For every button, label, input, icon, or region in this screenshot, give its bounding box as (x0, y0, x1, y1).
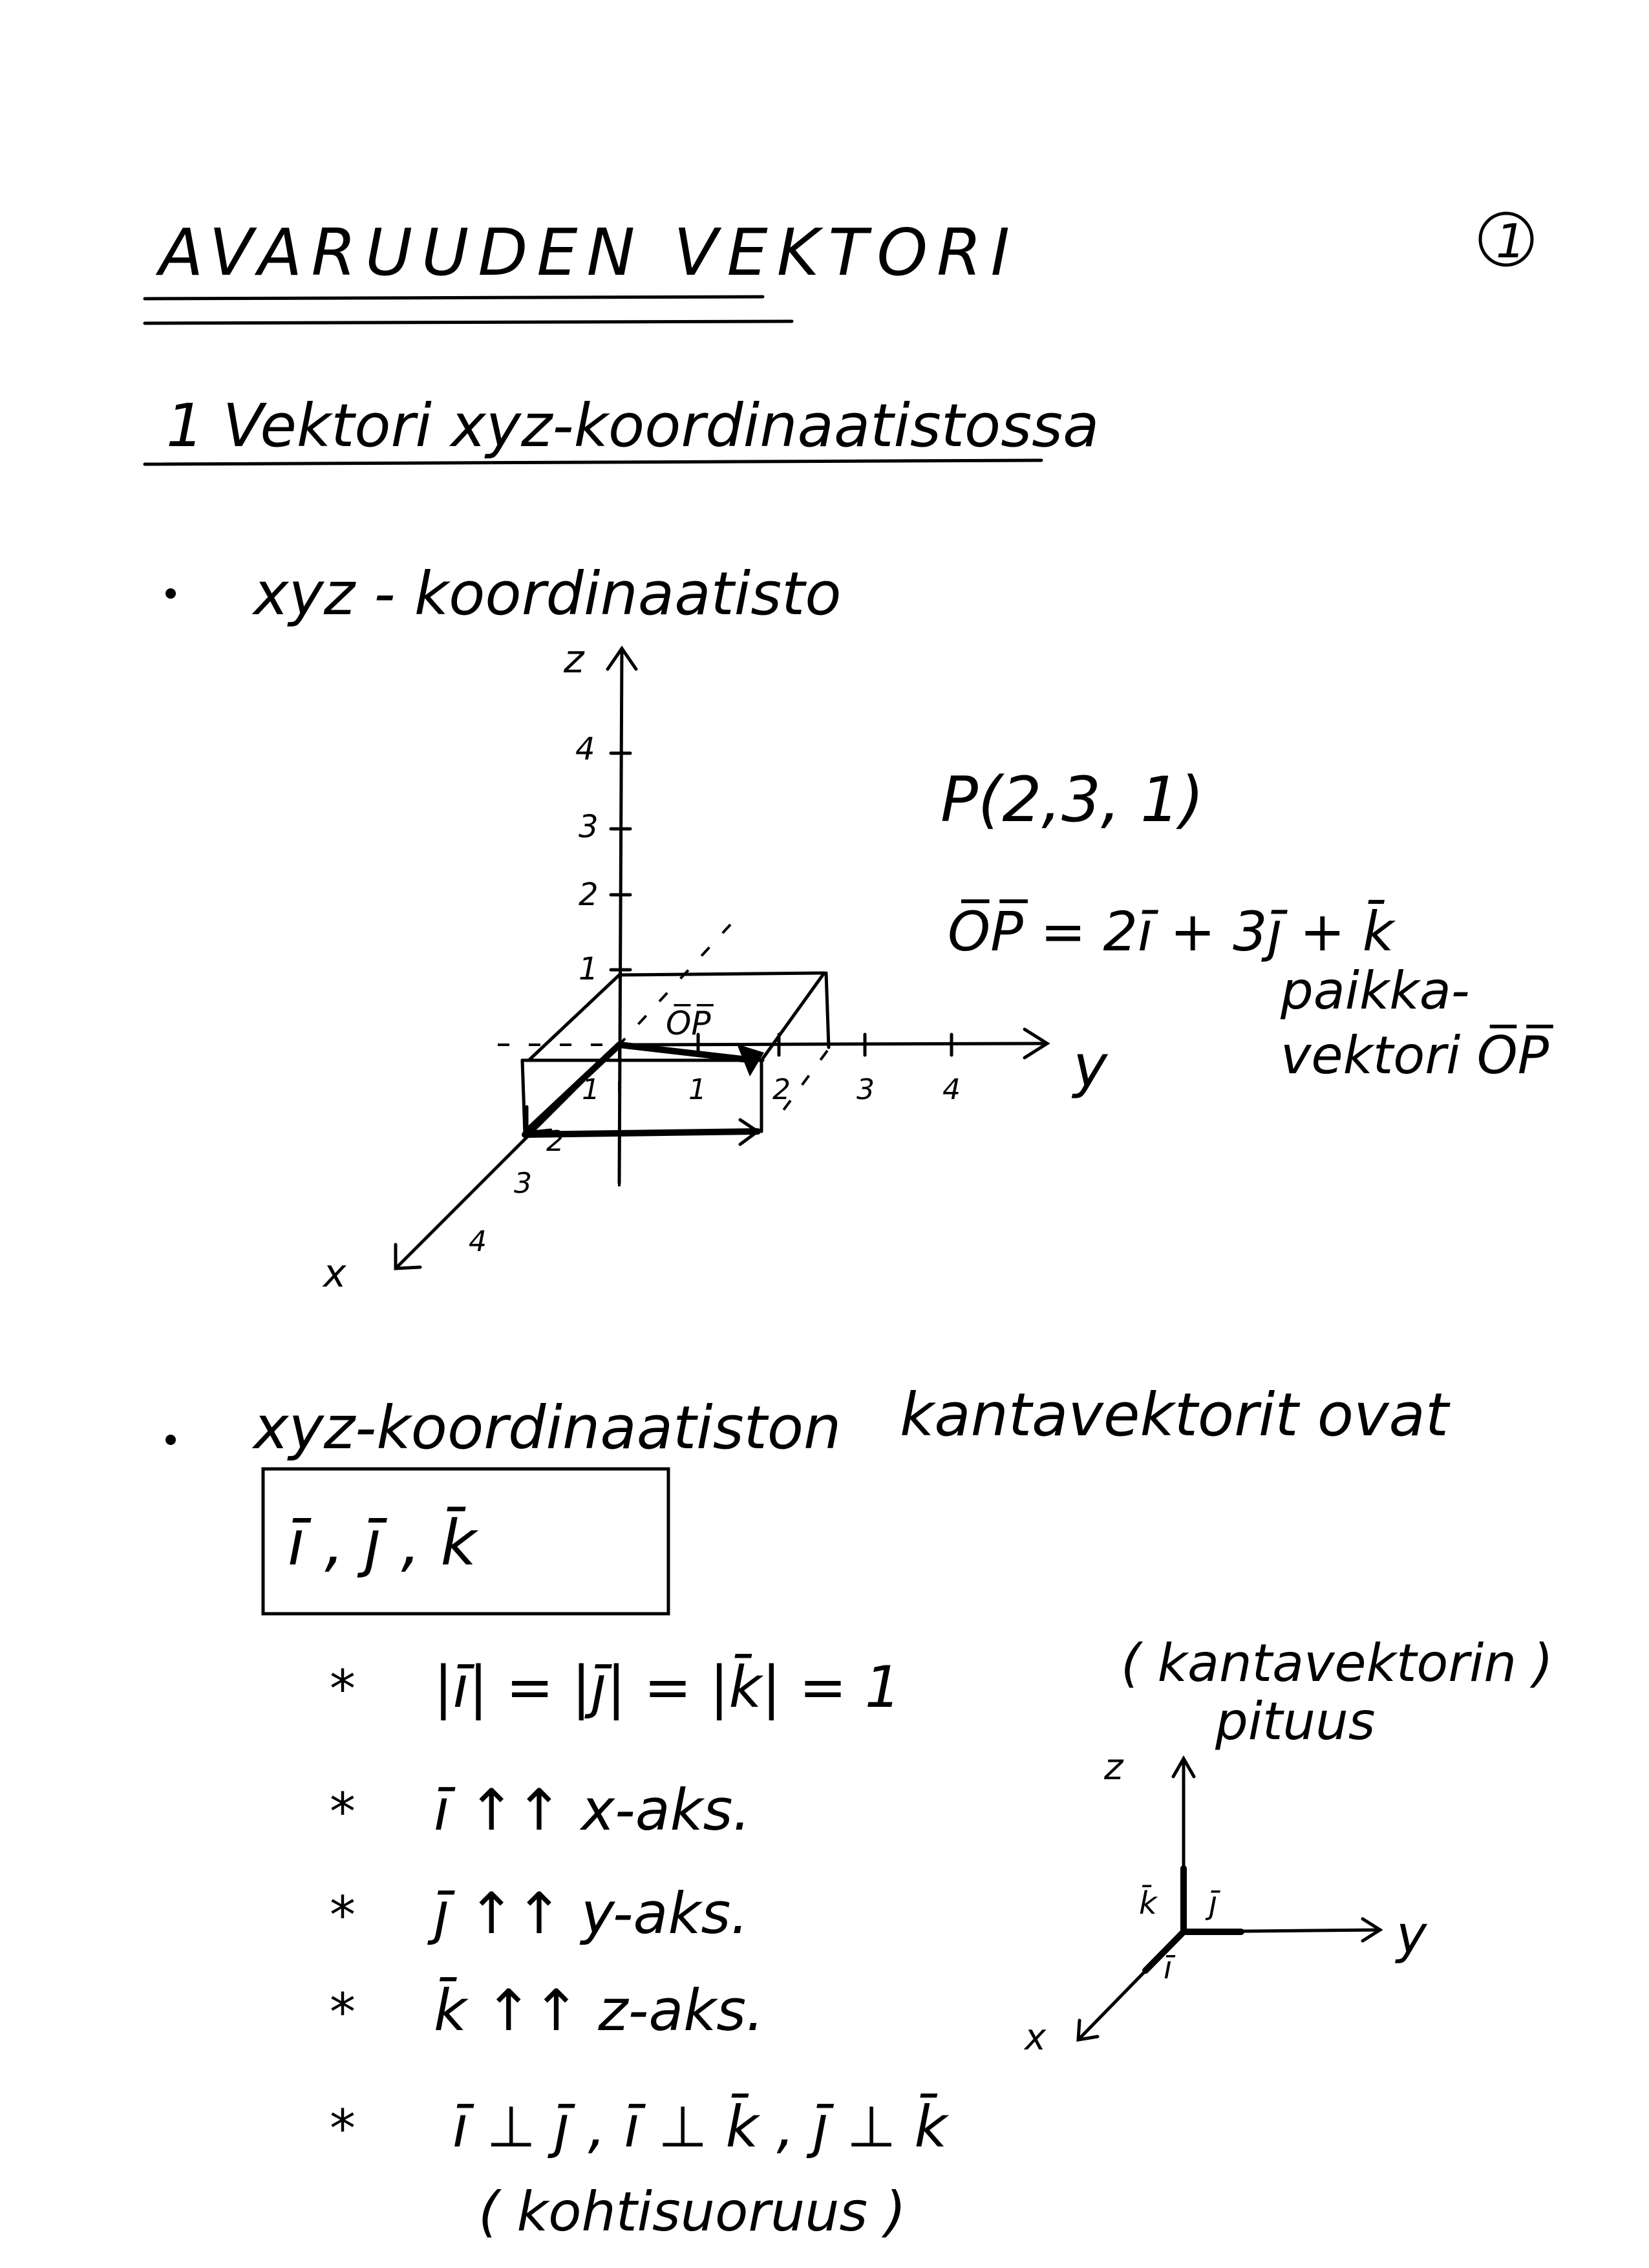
position-vector-note: vektori O̅P̅ (1281, 1024, 1553, 1086)
z-arrowhead-icon (606, 645, 638, 671)
z-ticks: 4 3 2 1 (575, 731, 632, 987)
y-tick-label: 3 (856, 1073, 875, 1106)
property-item: ī ↑↑ x-aks. (434, 1777, 750, 1843)
x-axis-label: x (1023, 2017, 1047, 2059)
y-arrowhead-icon (1361, 1917, 1383, 1943)
y-axis (617, 1042, 1049, 1047)
basis-length-note: ( kantavektorin ) (1121, 1633, 1553, 1693)
i-label: ī (1164, 1950, 1176, 1986)
y-tick-label: 2 (772, 1073, 791, 1106)
i-vector (1142, 1929, 1187, 1974)
property-list: * |ī| = |j̄| = |k̄| = 1 * ī ↑↑ x-aks. * … (330, 1654, 949, 2243)
y-tick-label: 1 (688, 1073, 707, 1106)
x-ticks: 1 2 3 4 (469, 1073, 600, 1258)
basis-vectors-box (261, 1467, 670, 1616)
title-underline-1 (143, 295, 765, 301)
property-item: j̄ ↑↑ y-aks. (427, 1880, 749, 1947)
position-vector-note: paikka- (1280, 961, 1470, 1021)
property-item: ī ⊥ j̄ , ī ⊥ k̄ , j̄ ⊥ k̄ (452, 2093, 949, 2160)
op-arrowhead-icon (737, 1044, 764, 1076)
z-tick-label: 4 (575, 731, 595, 767)
xyz-diagram: z y x 4 3 2 1 1 2 3 4 (322, 637, 1109, 1296)
basis-vectors: ī , j̄ , k̄ (288, 1507, 478, 1579)
x-axis-label: x (322, 1251, 346, 1296)
z-tick-label: 2 (579, 877, 599, 913)
bullet-dot (165, 1435, 176, 1445)
y-tick-label: 4 (942, 1073, 961, 1106)
z-axis (617, 647, 624, 1185)
bullet-dot (165, 588, 176, 599)
page-title: AVARUUDEN VEKTORI (155, 215, 1019, 290)
z-arrowhead-icon (1171, 1755, 1196, 1779)
op-vector (616, 1042, 756, 1064)
star-bullet: * (330, 2099, 356, 2159)
point-p: P(2,3, 1) (941, 764, 1204, 836)
y-ticks: 1 2 3 4 (688, 1032, 961, 1106)
star-bullet: * (330, 1885, 356, 1945)
basis-length-note: pituus (1215, 1691, 1375, 1751)
page-number-badge: 1 (1478, 211, 1534, 268)
j-label: j̄ (1205, 1885, 1220, 1921)
x-arrowhead-icon (1076, 2018, 1100, 2042)
y-axis-label: y (1071, 1032, 1109, 1100)
page-number: 1 (1496, 214, 1526, 268)
coordinate-box (498, 923, 831, 1190)
star-bullet: * (330, 1659, 356, 1719)
z-tick-label: 3 (579, 809, 599, 845)
section-underline (143, 458, 1043, 466)
section-heading: 1 Vektori xyz-koordinaatistossa (166, 391, 1099, 460)
bullet2-text: xyz-koordinaatiston (251, 1393, 841, 1462)
z-axis-label: z (563, 637, 585, 682)
property-item: k̄ ↑↑ z-aks. (434, 1977, 764, 2044)
k-label: k̄ (1139, 1885, 1158, 1921)
orthogonality-note: ( kohtisuoruus ) (478, 2180, 906, 2243)
property-item: |ī| = |j̄| = |k̄| = 1 (434, 1654, 901, 1721)
op-vector-label: O̅P̅ (666, 1004, 714, 1042)
bullet1-text: xyz - koordinaatisto (251, 559, 842, 628)
star-bullet: * (330, 1782, 356, 1842)
x-tick-label: 4 (469, 1225, 487, 1258)
y-axis-label: y (1395, 1905, 1428, 1965)
x-tick-label: 3 (514, 1167, 532, 1200)
z-tick-label: 1 (579, 951, 599, 987)
bullet2-text: kantavektorit ovat (900, 1380, 1451, 1450)
star-bullet: * (330, 1982, 356, 2042)
op-equation: O̅P̅ = 2ī + 3j̄ + k̄ (948, 899, 1396, 963)
z-axis-label: z (1103, 1746, 1124, 1788)
title-underline-2 (143, 319, 794, 325)
y-arrowhead-icon (1023, 1027, 1050, 1060)
x-arrowhead-icon (394, 1243, 422, 1270)
basis-vectors-diagram: z y x k̄ j̄ ī (1023, 1746, 1428, 2059)
